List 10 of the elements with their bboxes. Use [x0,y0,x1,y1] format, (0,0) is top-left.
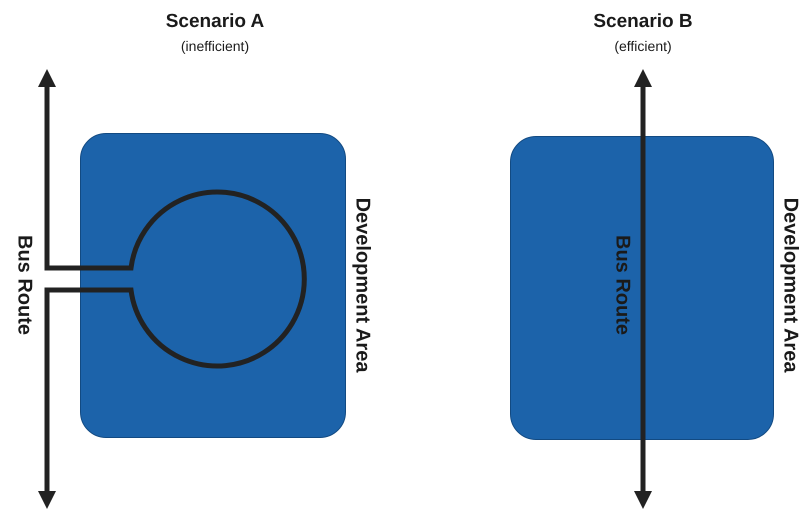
area-label: Development Area [350,198,374,372]
scenario-title: Scenario A [166,11,264,33]
route-label: Bus Route [610,235,634,335]
scenario-title: Scenario B [593,11,693,33]
area-label: Development Area [778,198,802,372]
scenario-subtitle: (efficient) [614,38,672,54]
development-area-box [80,133,346,438]
route-label: Bus Route [12,235,36,335]
scenario-subtitle: (inefficient) [180,38,250,54]
development-area-box [510,136,774,440]
